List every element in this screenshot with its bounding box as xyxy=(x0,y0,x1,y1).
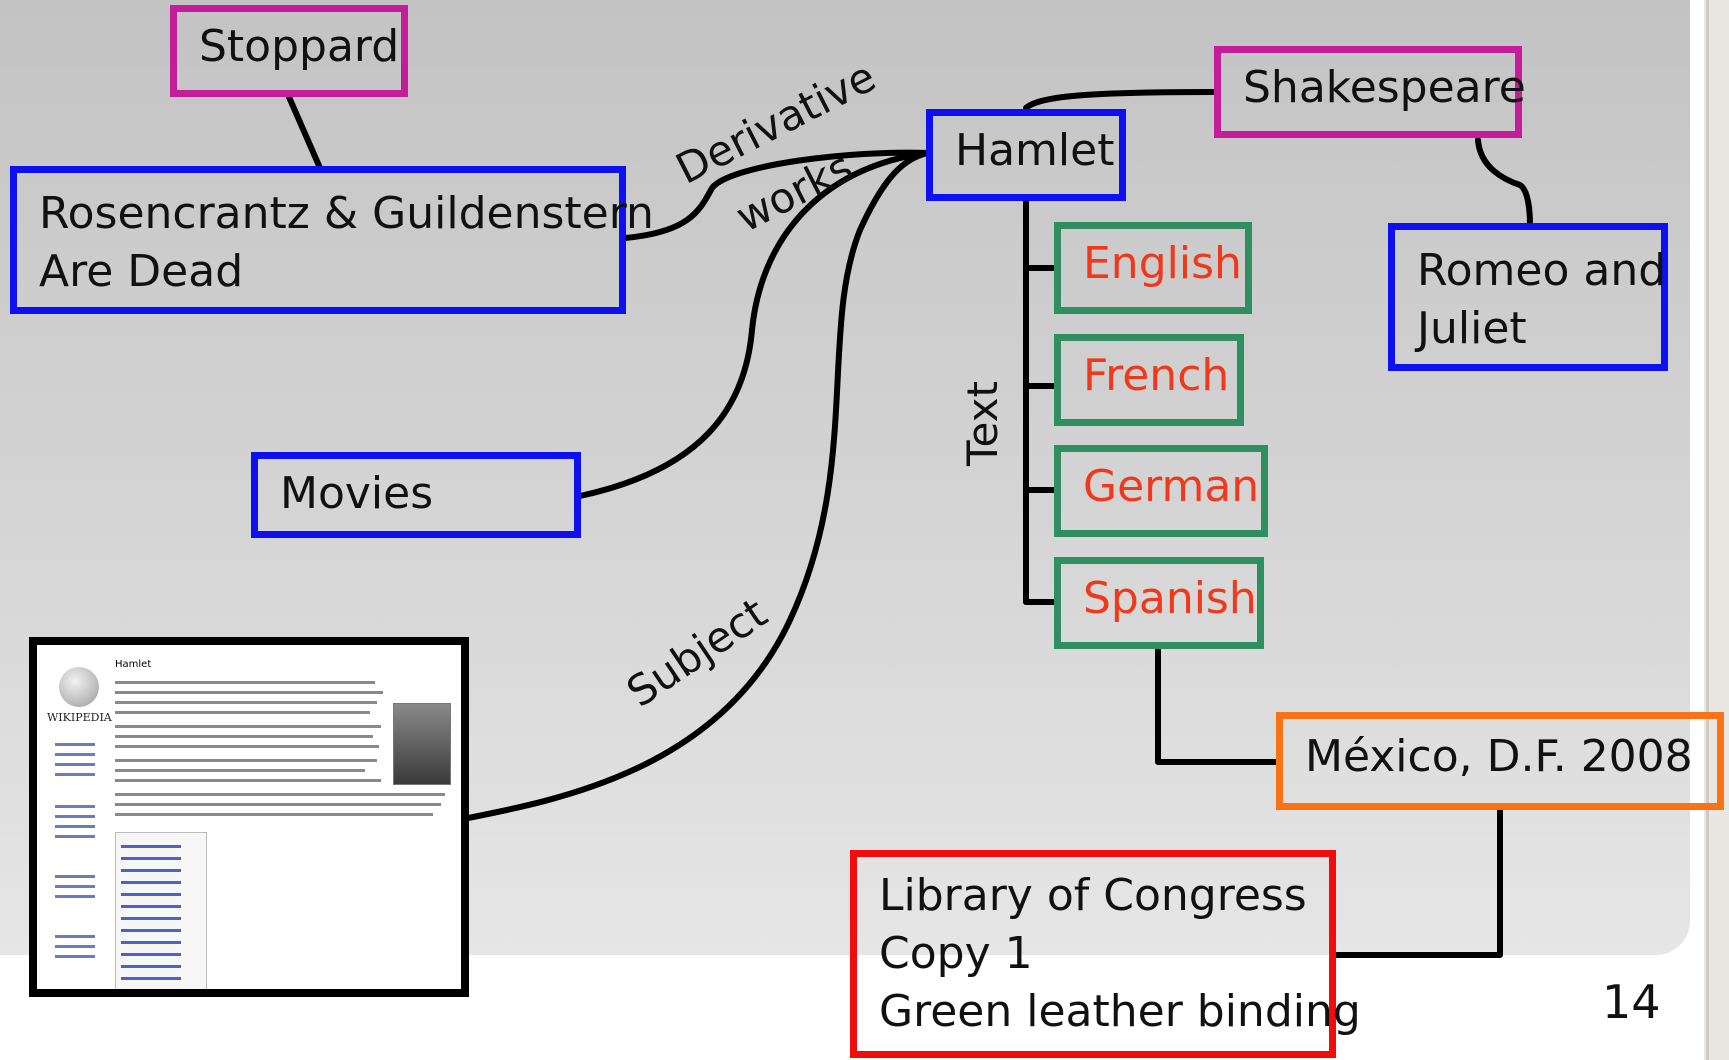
stoppard-box: Stoppard xyxy=(170,5,408,97)
spanish-box: Spanish xyxy=(1054,557,1264,649)
wiki-text-line xyxy=(115,813,433,816)
hamlet-label: Hamlet xyxy=(955,125,1115,176)
stoppard-label: Stoppard xyxy=(199,21,400,72)
wiki-nav-line xyxy=(55,805,95,808)
wiki-toc-line xyxy=(121,977,181,980)
wiki-nav-line xyxy=(55,835,95,838)
text-label: Text xyxy=(958,381,1007,466)
wiki-text-line xyxy=(115,735,373,738)
wiki-nav-line xyxy=(55,885,95,888)
wiki-toc-line xyxy=(121,917,181,920)
wiki-text-line xyxy=(115,803,441,806)
library-line-1: Library of Congress xyxy=(879,870,1307,921)
wiki-text-line xyxy=(115,681,375,684)
romeo-line-1: Romeo and xyxy=(1417,245,1667,296)
mexico-box: México, D.F. 2008 xyxy=(1276,712,1724,810)
wiki-nav-line xyxy=(55,935,95,938)
spanish-label: Spanish xyxy=(1083,573,1257,624)
link-movies-hamlet xyxy=(577,150,931,499)
wikipedia-hamlet-thumbnail: WIKIPEDIA Hamlet xyxy=(29,637,469,997)
wiki-nav-line xyxy=(55,955,95,958)
hamlet-box: Hamlet xyxy=(926,109,1126,201)
wiki-toc-line xyxy=(121,905,181,908)
wiki-text-line xyxy=(115,769,365,772)
german-box: German xyxy=(1054,445,1268,537)
english-box: English xyxy=(1054,222,1252,314)
wiki-nav-line xyxy=(55,895,95,898)
german-label: German xyxy=(1083,461,1260,512)
french-label: French xyxy=(1083,350,1230,401)
wiki-nav-line xyxy=(55,753,95,756)
wiki-toc-line xyxy=(121,881,181,884)
page-number: 14 xyxy=(1602,975,1661,1029)
french-box: French xyxy=(1054,334,1244,426)
wiki-nav-line xyxy=(55,773,95,776)
wiki-toc-line xyxy=(121,929,181,932)
wiki-toc-line xyxy=(121,893,181,896)
wikipedia-globe-icon xyxy=(59,667,99,707)
link-shakespeare-romeo xyxy=(1475,137,1533,228)
wiki-text-line xyxy=(115,759,377,762)
wiki-toc-line xyxy=(121,953,181,956)
wiki-text-line xyxy=(115,711,370,714)
wiki-text-line xyxy=(115,793,445,796)
wiki-nav-line xyxy=(55,825,95,828)
link-rosencrantz-hamlet xyxy=(622,149,931,241)
wiki-text-line xyxy=(115,725,381,728)
library-item-box: Library of Congress Copy 1 Green leather… xyxy=(850,850,1361,1058)
wiki-nav-line xyxy=(55,763,95,766)
link-mexico-library xyxy=(1331,805,1503,958)
movies-label: Movies xyxy=(280,468,434,519)
wiki-text-line xyxy=(115,701,377,704)
wiki-nav-line xyxy=(55,743,95,746)
rosencrantz-box: Rosencrantz & Guildenstern Are Dead xyxy=(10,166,654,314)
wiki-toc-line xyxy=(121,869,181,872)
wiki-nav-line xyxy=(55,945,95,948)
link-stoppard-rosencrantz xyxy=(286,94,323,171)
wiki-nav-line xyxy=(55,875,95,878)
wiki-toc-line xyxy=(121,941,181,944)
wiki-nav-line xyxy=(55,815,95,818)
shakespeare-box: Shakespeare xyxy=(1214,46,1526,138)
rosencrantz-line-1: Rosencrantz & Guildenstern xyxy=(39,188,654,239)
romeo-juliet-box: Romeo and Juliet xyxy=(1388,223,1668,371)
wiki-text-line xyxy=(115,745,379,748)
wiki-text-line xyxy=(115,691,383,694)
wiki-toc-line xyxy=(121,845,181,848)
link-spanish-mexico xyxy=(1155,647,1281,765)
wiki-toc-line xyxy=(121,965,181,968)
wikipedia-wordmark: WIKIPEDIA xyxy=(47,711,112,724)
movies-box: Movies xyxy=(251,452,581,538)
link-hamlet-shakespeare xyxy=(1023,89,1218,111)
shakespeare-label: Shakespeare xyxy=(1243,62,1526,113)
rosencrantz-line-2: Are Dead xyxy=(39,246,244,297)
wiki-toc-line xyxy=(121,857,181,860)
library-line-2: Copy 1 xyxy=(879,928,1033,979)
romeo-line-2: Juliet xyxy=(1417,303,1527,354)
wiki-article-photo xyxy=(393,703,451,785)
english-label: English xyxy=(1083,238,1242,289)
wiki-article-title: Hamlet xyxy=(115,659,152,670)
wiki-text-line xyxy=(115,779,381,782)
right-margin-rule xyxy=(1706,0,1709,1060)
mexico-label: México, D.F. 2008 xyxy=(1305,731,1693,782)
link-wiki-hamlet xyxy=(455,150,931,823)
library-line-3: Green leather binding xyxy=(879,986,1361,1037)
